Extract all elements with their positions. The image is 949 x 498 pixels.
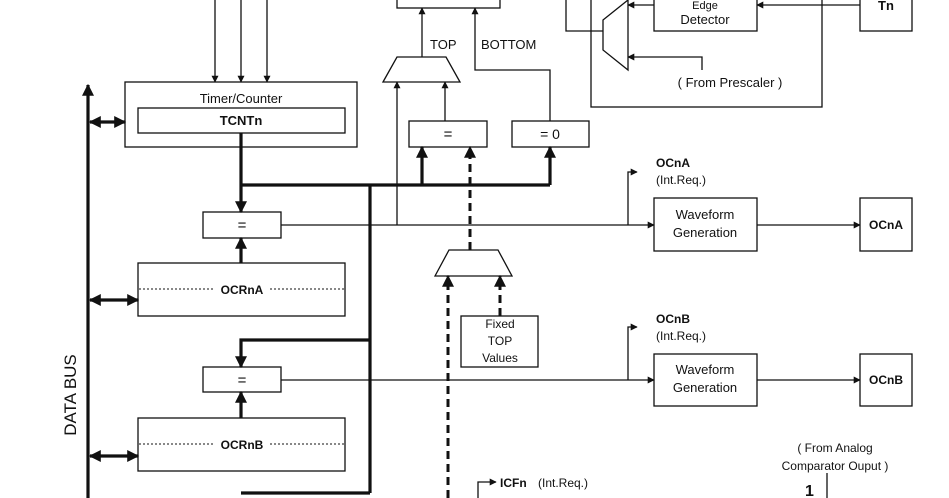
top-register-box	[396, 0, 501, 9]
data-bus-label: DATA BUS	[61, 354, 80, 436]
fixed-label: Fixed	[485, 317, 514, 331]
from-analog-label-1: ( From Analog	[797, 441, 872, 455]
fixed-top-mux	[433, 249, 514, 277]
tcntn-label: TCNTn	[220, 113, 263, 128]
ocna-int-req: (Int.Req.)	[656, 173, 706, 187]
ocrnb-label: OCRnB	[221, 438, 264, 452]
top-compare-label: =	[444, 126, 453, 143]
waveform-a-label2: Generation	[673, 225, 737, 240]
fixed-top-values-box	[460, 315, 539, 368]
ocnb-int-req: (Int.Req.)	[656, 329, 706, 343]
compare-a-label: =	[238, 217, 247, 234]
ocna-pin-label: OCnA	[869, 218, 903, 232]
icfn-label: ICFn	[500, 476, 527, 490]
timer-counter-label: Timer/Counter	[200, 91, 283, 106]
waveform-a-label1: Waveform	[676, 207, 735, 222]
compare-b-label: =	[238, 372, 247, 389]
fixed-top-label: TOP	[488, 334, 512, 348]
fixed-values-label: Values	[482, 351, 518, 365]
ocnb-pin-label: OCnB	[869, 373, 903, 387]
ocnb-pin-box	[859, 353, 913, 407]
tn-label: Tn	[878, 0, 894, 13]
ocna-int-label: OCnA	[656, 156, 690, 170]
ocrnb-register	[137, 417, 346, 472]
ocna-pin-box	[859, 197, 913, 252]
from-prescaler-label: ( From Prescaler )	[678, 75, 783, 90]
edge-detector-box	[653, 0, 758, 32]
clock-mux	[602, 0, 629, 72]
tn-box	[859, 0, 913, 32]
waveform-b-label2: Generation	[673, 380, 737, 395]
bottom-compare-label: = 0	[540, 126, 560, 142]
clock-select-box	[590, 0, 823, 108]
top-compare-box	[408, 120, 488, 148]
top-label: TOP	[430, 37, 457, 52]
ocrna-label: OCRnA	[221, 283, 264, 297]
bottom-label: BOTTOM	[481, 37, 536, 52]
waveform-b-label1: Waveform	[676, 362, 735, 377]
ocnb-int-label: OCnB	[656, 312, 690, 326]
from-analog-label-2: Comparator Ouput )	[782, 459, 889, 473]
ocrna-register	[137, 262, 346, 317]
mux-input-one-label: 1	[805, 483, 814, 498]
edge-detector-label-top: Edge	[692, 0, 718, 12]
icfn-int-req: (Int.Req.)	[538, 476, 588, 490]
edge-detector-label: Detector	[680, 12, 730, 27]
top-mux	[381, 56, 462, 83]
